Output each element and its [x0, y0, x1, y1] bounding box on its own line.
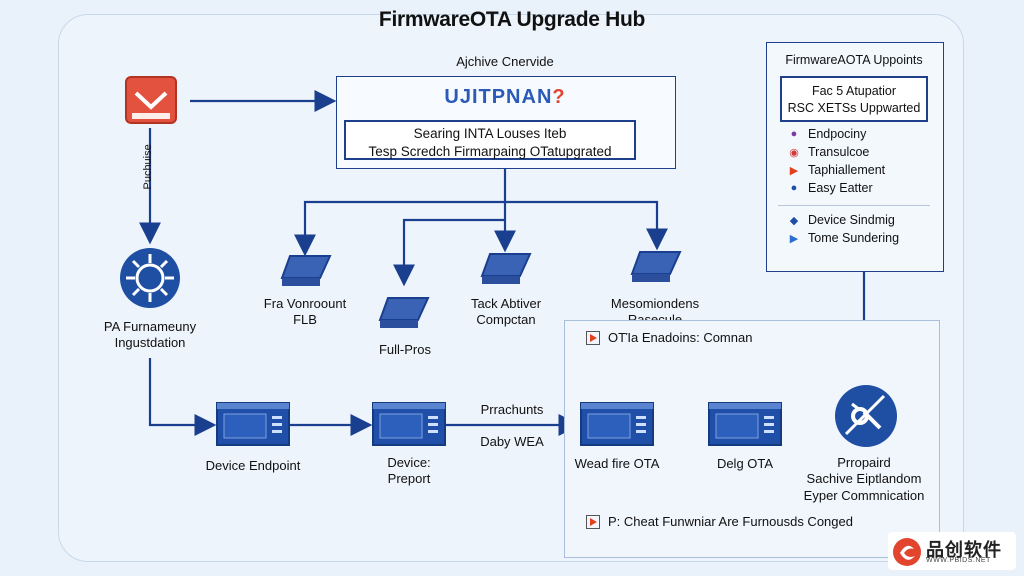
legend-label: Device Sindmig: [808, 213, 895, 227]
final-label-line3: Eyper Commnication: [803, 487, 925, 503]
wead-fire-label: Wead fire OTA: [574, 456, 660, 471]
dot-purple-icon: ●: [790, 128, 798, 140]
search-summary-box[interactable]: Searing INTA Louses Iteb Tesp Scredch Fi…: [344, 120, 636, 160]
search-line2: Tesp Scredch Firmarpaing OTatupgrated: [368, 144, 612, 159]
hub-label: PA Furnameuny Ingustdation: [70, 319, 230, 352]
triangle-red-icon: ▶: [789, 164, 799, 177]
branch-label: Full-Pros: [350, 342, 460, 358]
delg-label: Delg OTA: [716, 456, 774, 471]
device-preport-label: Device: Preport: [354, 455, 464, 488]
arrow-label-bottom: Daby WEA: [480, 434, 544, 449]
delg-device-icon: [708, 402, 782, 446]
branch-trunk: [294, 167, 507, 257]
brand-text: UJITPNAN: [444, 86, 553, 108]
ota-endpoints-note-text: OTΊa Enadoins: Comnan: [608, 330, 753, 345]
dot-blue-icon: ●: [790, 182, 798, 194]
diamond-blue-icon: ◆: [789, 214, 799, 227]
device-preport-line1: Device:: [387, 455, 431, 470]
device-stack-icon: [630, 248, 682, 286]
wead-fire-device-icon: [580, 402, 654, 446]
branch-label-line2: FLB: [293, 312, 317, 328]
overview-label: Ajchive Cnervide: [456, 54, 554, 69]
legend-item: ● Endpociny: [788, 125, 885, 143]
watermark-url: WWW.PBIDS.NET: [926, 557, 991, 564]
brand-mark: ?: [552, 86, 566, 108]
legend-label: Transulcoe: [808, 145, 870, 159]
hub-label-line2: Ingustdation: [114, 335, 186, 351]
mail-icon: [124, 75, 178, 125]
ring-red-icon: ◉: [789, 146, 799, 159]
ota-points-box: Fac 5 Atupatior RSC XETSs Uppwarted: [780, 76, 928, 122]
ota-points-title: FirmwareAOTA Uppoints: [785, 53, 923, 67]
legend-item: ◆ Device Sindmig: [788, 211, 899, 229]
search-line1: Searing INTA Louses Iteb: [413, 126, 567, 141]
branch-label-line2: Compctan: [476, 312, 536, 328]
final-node-label: Prropaird Sachive Eiptlandom Eyper Commn…: [790, 455, 938, 504]
page-title: FirmwareOTA Upgrade Hub: [378, 8, 646, 31]
brand-logo: UJITPNAN?: [336, 86, 674, 109]
legend-label: Taphiallement: [808, 163, 886, 177]
satellite-icon: [834, 384, 898, 448]
flag-icon: [586, 514, 600, 529]
triangle-blue-icon: ▶: [789, 232, 799, 245]
legend-label: Tome Sundering: [808, 231, 900, 245]
legend-list: ● Endpociny ◉ Transulcoe ▶ Taphiallement ● E…: [788, 125, 885, 197]
device-stack-icon: [378, 294, 430, 332]
legend-list-secondary: ◆ Device Sindmig ▶ Tome Sundering: [788, 211, 899, 247]
hub-to-device-arrow: [148, 358, 217, 436]
watermark-logo-icon: [892, 537, 922, 567]
branch-label: Tack Abtiver Compctan: [446, 296, 566, 329]
device-stack-icon: [480, 250, 532, 288]
watermark-text: 品创软件: [926, 540, 1002, 560]
branch-label-line1: Full-Pros: [378, 342, 431, 357]
legend-divider: [778, 205, 930, 206]
branch-label: Fra Vonroount FLB: [240, 296, 370, 329]
final-label-line1: Prropaird: [837, 455, 891, 470]
side-label: Puchuise: [142, 144, 155, 190]
legend-label: Easy Eatter: [808, 181, 873, 195]
device-preport-line2: Preport: [387, 471, 431, 487]
device-endpoint-label: Device Endpoint: [205, 458, 301, 473]
device-preport-icon: [372, 402, 446, 446]
device-endpoint-icon: [216, 402, 290, 446]
legend-item: ◉ Transulcoe: [788, 143, 885, 161]
branch-meso: [505, 200, 668, 251]
flag-icon: [586, 330, 600, 345]
legend-item: ▶ Taphiallement: [788, 161, 885, 179]
branch-label-line1: Mesomiondens: [610, 296, 700, 311]
ota-endpoints-note: OTΊa Enadoins: Comnan: [586, 330, 752, 345]
legend-label: Endpociny: [808, 127, 867, 141]
arrow-label-top: Prrachunts: [480, 402, 544, 417]
branch-fullpros: [393, 218, 505, 287]
legend-item: ● Easy Eatter: [788, 179, 885, 197]
device-stack-icon: [280, 252, 332, 290]
branch-label-line1: Tack Abtiver: [470, 296, 542, 311]
gear-hub-icon: [118, 246, 182, 310]
hub-label-line1: PA Furnameuny: [103, 319, 197, 334]
legend-item: ▶ Tome Sundering: [788, 229, 899, 247]
cheat-note: P: Cheat Funwniar Are Furnousds Conged: [586, 514, 853, 529]
final-label-line2: Sachive Eiptlandom: [806, 471, 922, 487]
cheat-note-text: P: Cheat Funwniar Are Furnousds Conged: [608, 514, 853, 529]
ota-points-box-line1: Fac 5 Atupatior: [811, 84, 897, 98]
ota-points-box-line2: RSC XETSs Uppwarted: [787, 101, 921, 115]
branch-label-line1: Fra Vonroount: [263, 296, 347, 311]
